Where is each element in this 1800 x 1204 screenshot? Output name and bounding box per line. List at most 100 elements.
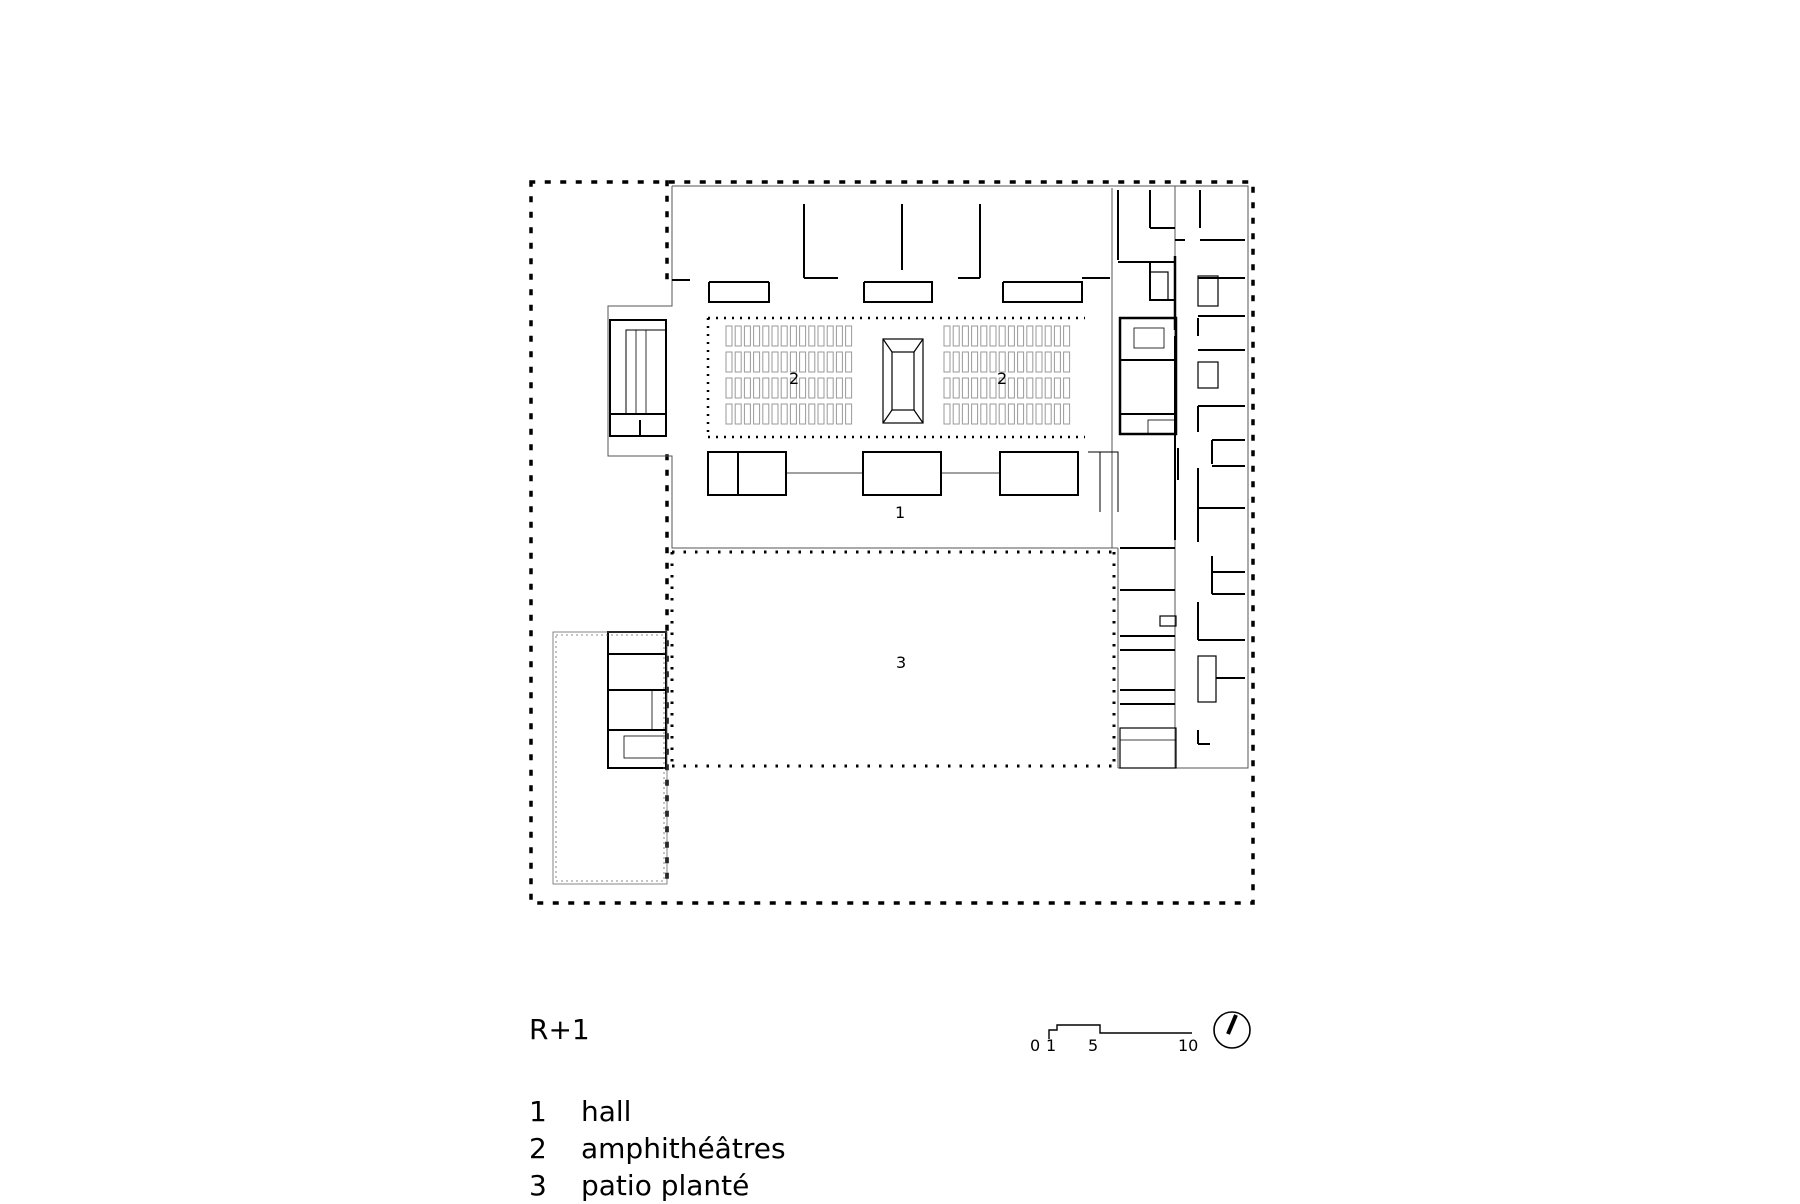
seat-row (961, 377, 969, 399)
seat-row (799, 351, 807, 373)
patio-boundary (670, 550, 1116, 768)
seat-row (753, 325, 761, 347)
seat-row (753, 351, 761, 373)
seat-row (826, 351, 834, 373)
seat-row (943, 403, 951, 425)
seat-row (952, 351, 960, 373)
seat-row (845, 351, 853, 373)
seat-row (1053, 377, 1061, 399)
seat-row (817, 351, 825, 373)
west-terrace (552, 631, 668, 885)
legend-item: 2 amphithéâtres (529, 1130, 786, 1167)
seat-row (734, 403, 742, 425)
seat-row (989, 403, 997, 425)
seat-row (971, 325, 979, 347)
seat-row (743, 377, 751, 399)
building-outline (607, 185, 1249, 769)
seat-row (799, 403, 807, 425)
seat-row (1035, 351, 1043, 373)
seat-row (826, 325, 834, 347)
seat-row (734, 377, 742, 399)
seat-row (1035, 377, 1043, 399)
site-boundary (529, 180, 1255, 905)
seat-row (808, 351, 816, 373)
seat-row (808, 325, 816, 347)
legend-item: 1 hall (529, 1093, 786, 1130)
central-stage (882, 338, 924, 424)
seat-row (1007, 377, 1015, 399)
seat-row (734, 325, 742, 347)
seat-row (826, 377, 834, 399)
seat-row (1017, 403, 1025, 425)
seat-row (989, 351, 997, 373)
seat-row (980, 325, 988, 347)
seat-row (980, 403, 988, 425)
east-wing-rooms (1117, 190, 1245, 769)
seat-row (1053, 403, 1061, 425)
seat-row (1017, 325, 1025, 347)
seat-row (1035, 403, 1043, 425)
seat-row (1007, 403, 1015, 425)
seat-row (799, 377, 807, 399)
seat-row (799, 325, 807, 347)
legend: 1 hall 2 amphithéâtres 3 patio planté (529, 1093, 786, 1204)
seat-row (826, 403, 834, 425)
seat-row (1044, 325, 1052, 347)
scale-tick-5: 5 (1088, 1036, 1099, 1055)
seat-row (1026, 403, 1034, 425)
seat-row (762, 325, 770, 347)
amphitheatre-right-seating (943, 325, 1071, 425)
seat-row (835, 377, 843, 399)
seat-row (789, 325, 797, 347)
scale-tick-10: 10 (1178, 1036, 1199, 1055)
seat-row (1017, 351, 1025, 373)
room-label-hall: 1 (895, 503, 906, 522)
seat-row (817, 325, 825, 347)
seat-row (762, 377, 770, 399)
seat-row (845, 377, 853, 399)
seat-row (845, 403, 853, 425)
scale-bar (1048, 1024, 1192, 1039)
seat-row (1044, 377, 1052, 399)
seat-row (1063, 377, 1071, 399)
seat-row (762, 403, 770, 425)
seat-row (943, 377, 951, 399)
seat-row (835, 351, 843, 373)
seat-row (1053, 351, 1061, 373)
seat-row (1044, 403, 1052, 425)
seat-row (1063, 351, 1071, 373)
seat-row (1053, 325, 1061, 347)
seat-row (780, 403, 788, 425)
seat-row (952, 377, 960, 399)
seat-row (943, 351, 951, 373)
seat-row (753, 377, 761, 399)
seat-row (998, 351, 1006, 373)
seat-row (952, 403, 960, 425)
seat-row (961, 403, 969, 425)
legend-item: 3 patio planté (529, 1167, 786, 1204)
seat-row (734, 351, 742, 373)
legend-label: patio planté (581, 1169, 750, 1202)
seat-row (980, 351, 988, 373)
north-arrow-icon (1213, 1011, 1251, 1049)
room-label-patio: 3 (896, 653, 907, 672)
seat-row (725, 377, 733, 399)
seat-row (817, 403, 825, 425)
seat-row (762, 351, 770, 373)
seat-row (753, 403, 761, 425)
seat-row (771, 325, 779, 347)
legend-number: 1 (529, 1095, 547, 1128)
room-label-amphi-right: 2 (997, 369, 1008, 388)
seat-row (952, 325, 960, 347)
seat-row (961, 325, 969, 347)
legend-label: amphithéâtres (581, 1132, 786, 1165)
seat-row (780, 325, 788, 347)
west-stair-north (609, 319, 667, 437)
seat-row (998, 403, 1006, 425)
legend-number: 2 (529, 1132, 547, 1165)
seat-row (808, 377, 816, 399)
seat-row (771, 351, 779, 373)
seat-row (725, 351, 733, 373)
seat-row (789, 377, 797, 399)
